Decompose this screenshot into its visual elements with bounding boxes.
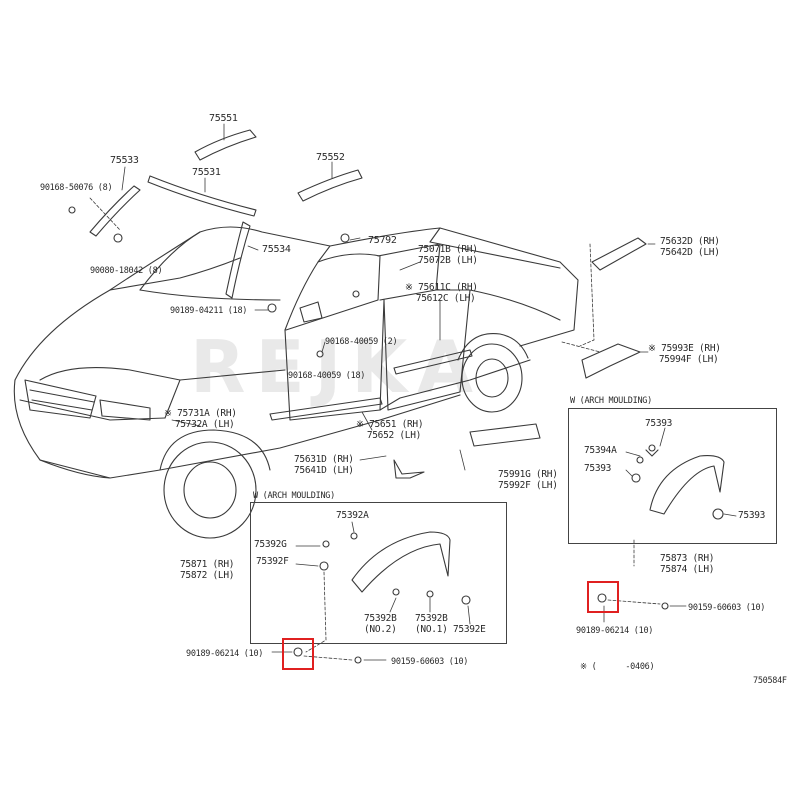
label-75631d-75641d: 75631D (RH) 75641D (LH)	[294, 454, 354, 476]
bed-moulding-75632d	[591, 237, 647, 271]
label-right-90159-60603: 90159-60603 (10)	[688, 603, 766, 613]
label-75552: 75552	[316, 152, 345, 163]
label-75392g: 75392G	[254, 539, 287, 550]
label-90168-40059-18: 90168-40059 (18)	[288, 371, 366, 381]
diagram-code: 750584F	[753, 676, 787, 686]
moulding-75993e	[581, 343, 641, 379]
label-75071b-75072b: 75071B (RH) 75072B (LH)	[418, 244, 478, 266]
windshield-moulding-75531	[147, 175, 257, 217]
label-90168-50076: 90168-50076 (8)	[40, 183, 113, 193]
label-75551: 75551	[209, 113, 238, 124]
arch-moulding-rh	[649, 455, 725, 515]
door-moulding-75731	[269, 397, 383, 421]
label-75632d-75642d: 75632D (RH) 75642D (LH)	[660, 236, 720, 258]
highlight-box-right-clip	[587, 581, 619, 613]
arch-moulding-lh	[351, 531, 451, 593]
label-90189-04211: 90189-04211 (18)	[170, 306, 248, 316]
label-75871-75872: 75871 (RH) 75872 (LH)	[180, 559, 235, 581]
truck-hood	[14, 257, 241, 381]
bracket-75631d	[393, 459, 425, 479]
right-inset-title: W (ARCH MOULDING)	[570, 396, 652, 406]
label-75534: 75534	[262, 244, 291, 255]
roof-moulding-75551	[194, 129, 257, 161]
pillar-moulding-75534	[225, 221, 251, 299]
label-75392b-no2: 75392B (NO.2)	[364, 613, 397, 635]
label-right-90189-06214: 90189-06214 (10)	[576, 626, 654, 636]
label-75531: 75531	[192, 167, 221, 178]
label-75792: 75792	[368, 235, 397, 246]
roof-moulding-75552	[297, 169, 363, 202]
highlight-box-left-clip	[282, 638, 314, 670]
label-75392f: 75392F	[256, 556, 289, 567]
moulding-75991g	[469, 423, 541, 447]
label-75731a-75732a: ※ 75731A (RH) 75732A (LH)	[164, 408, 237, 430]
front-wheel	[163, 441, 257, 539]
rear-wheel	[461, 343, 523, 413]
label-75873-75874: 75873 (RH) 75874 (LH)	[660, 553, 715, 575]
label-left-90189-06214: 90189-06214 (10)	[186, 649, 264, 659]
pillar-moulding-75533	[89, 185, 141, 237]
label-75991g-75992f: 75991G (RH) 75992F (LH)	[498, 469, 558, 491]
label-75392e: 75392E	[453, 624, 486, 635]
label-75611c-75612c: ※ 75611C (RH) 75612C (LH)	[405, 282, 478, 304]
label-75651-75652: ※ 75651 (RH) 75652 (LH)	[356, 419, 424, 441]
left-inset-title: W (ARCH MOULDING)	[253, 491, 335, 501]
footnote: ※ ( -0406)	[580, 662, 655, 672]
door-moulding-75651	[393, 349, 473, 375]
right-inset-box	[568, 408, 777, 544]
label-75533: 75533	[110, 155, 139, 166]
label-90168-40059-2: 90168-40059 (2)	[325, 337, 398, 347]
left-inset-box	[250, 502, 507, 644]
label-75393-right: 75393	[738, 510, 766, 521]
label-75392a: 75392A	[336, 510, 369, 521]
label-90080-18042: 90080-18042 (8)	[90, 266, 163, 276]
label-75393-top: 75393	[645, 418, 673, 429]
label-75394a: 75394A	[584, 445, 617, 456]
label-75392b-no1: 75392B (NO.1)	[415, 613, 448, 635]
label-75393-mid: 75393	[584, 463, 612, 474]
label-left-90159-60603: 90159-60603 (10)	[391, 657, 469, 667]
label-75993e-75994f: ※ 75993E (RH) 75994F (LH)	[648, 343, 721, 365]
